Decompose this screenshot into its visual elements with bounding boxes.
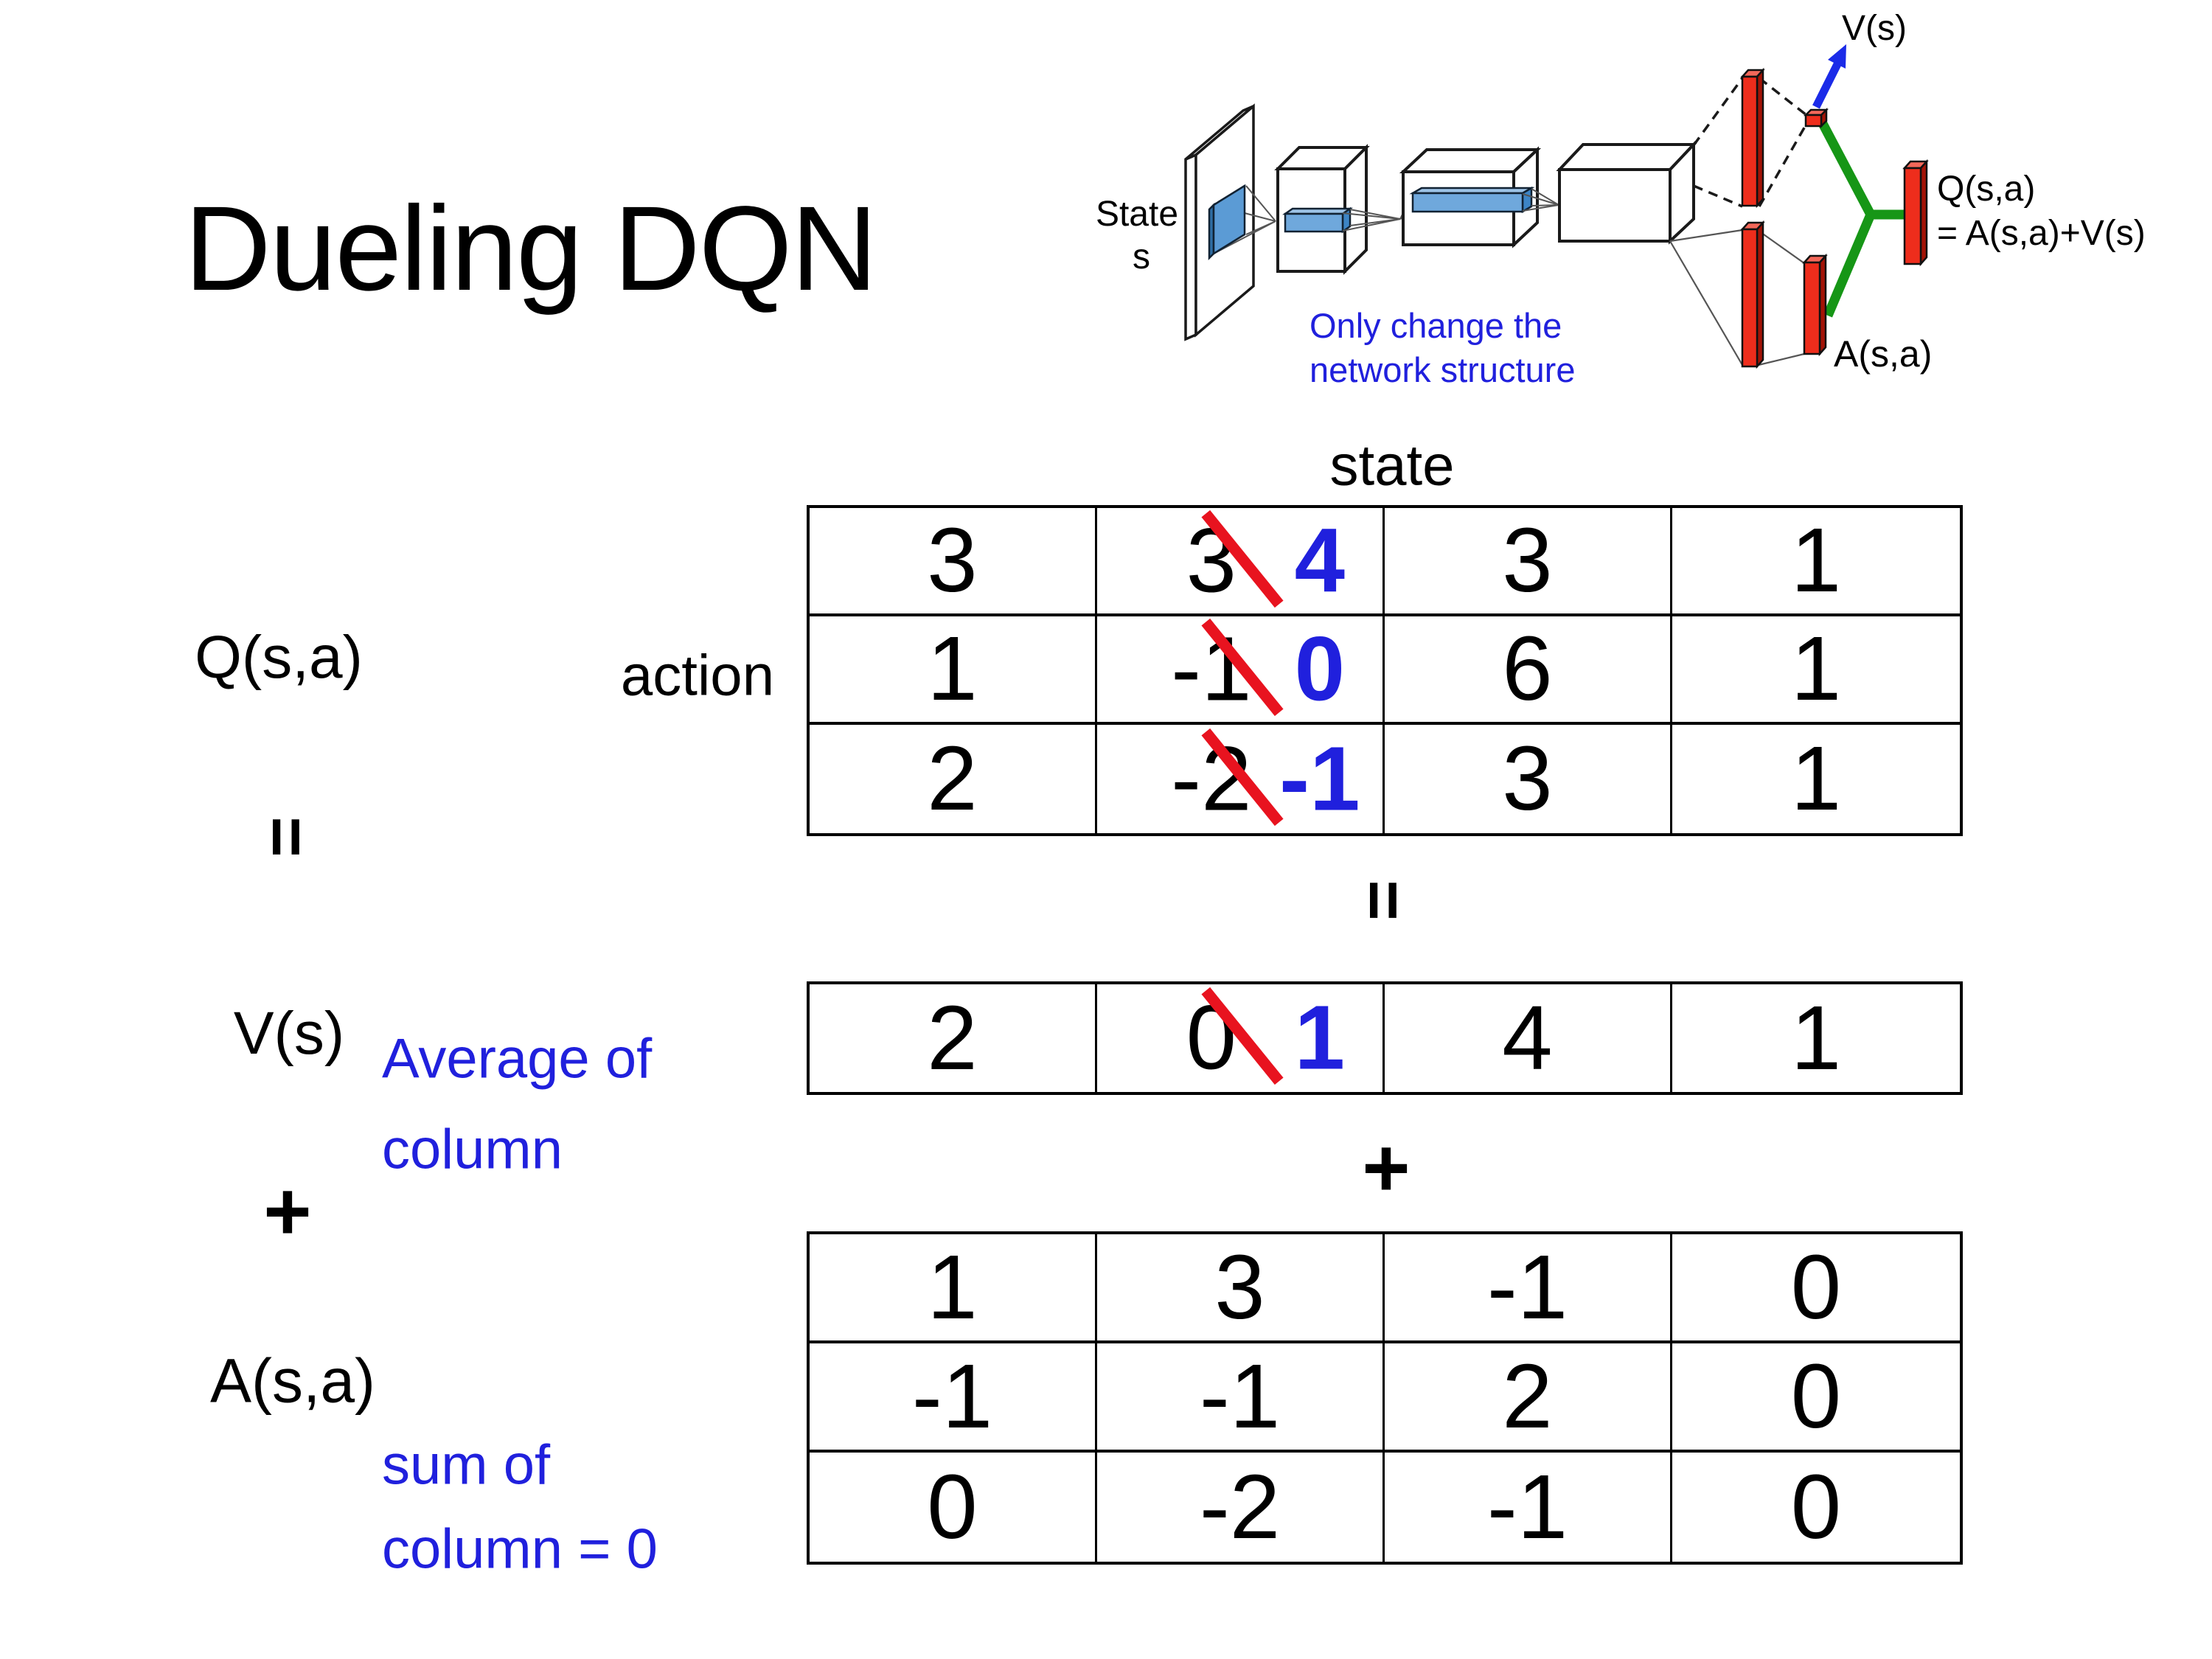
table-cell: -1 xyxy=(1385,1453,1672,1562)
fc-box xyxy=(1556,140,1697,245)
cell-value: 0 xyxy=(1790,1346,1842,1447)
table-cell: 2 xyxy=(1385,1343,1672,1453)
table-cell: 2 xyxy=(810,984,1097,1092)
cell-value: 1 xyxy=(1790,619,1842,720)
cell-value: 2 xyxy=(927,987,978,1089)
conv-fan-lines-3 xyxy=(1522,188,1559,212)
cell-value: 0 xyxy=(1790,1237,1842,1338)
cell-value: 1 xyxy=(927,619,978,720)
cell-value: -1 xyxy=(1199,1346,1281,1447)
cell-value: 3 xyxy=(1502,728,1553,830)
fc-red-bars xyxy=(1740,67,1929,369)
table-cell: 0 xyxy=(1672,1453,1960,1562)
diagram-note-line2: network structure xyxy=(1310,350,1575,389)
value-stream-dashed-lines xyxy=(1692,77,1808,208)
conv-feature-bar-2 xyxy=(1409,186,1535,214)
table-cell: 3 xyxy=(1385,508,1672,616)
cell-value: 3 xyxy=(1214,1237,1265,1338)
cell-value: 0 xyxy=(927,1456,978,1558)
diagram-v-label: V(s) xyxy=(1842,9,1907,48)
table-cell: 1 xyxy=(1672,616,1960,725)
table-cell: 0 xyxy=(810,1453,1097,1562)
corrected-value: 4 xyxy=(1294,510,1346,611)
table-cell: 6 xyxy=(1385,616,1672,725)
cell-value: -1 xyxy=(911,1346,993,1447)
table-cell: 3 xyxy=(1385,725,1672,833)
diagram-note-line1: Only change the xyxy=(1310,306,1562,345)
table-cell: 4 xyxy=(1385,984,1672,1092)
v-output-arrow xyxy=(1812,44,1846,109)
table-cell: 0 xyxy=(1672,1343,1960,1453)
cell-value: 1 xyxy=(1790,987,1842,1089)
diagram-state-label: State xyxy=(1096,195,1178,234)
table-cell: -1 xyxy=(810,1343,1097,1453)
conv-feature-bar-1 xyxy=(1282,206,1353,234)
cell-value: 6 xyxy=(1502,619,1553,720)
table-cell: 1 xyxy=(810,616,1097,725)
cell-value: 1 xyxy=(1790,728,1842,830)
dueling-network-diagram: State s V(s) Q(s,a) = A(s,a)+V(s) A(s,a)… xyxy=(1096,9,2146,389)
cell-value: 2 xyxy=(1502,1346,1553,1447)
diagram-q-label: Q(s,a) xyxy=(1937,170,2035,209)
table-cell: 1 xyxy=(810,1234,1097,1343)
table-cell: 1 xyxy=(1672,984,1960,1092)
cell-value: 3 xyxy=(927,510,978,611)
table-cell: 1 xyxy=(1672,725,1960,833)
table-cell: -2-1 xyxy=(1097,725,1385,833)
input-patch-shape xyxy=(1208,184,1246,261)
corrected-value: -1 xyxy=(1279,728,1360,830)
advantage-stream-lines xyxy=(1669,229,1805,366)
table-cell: 3 xyxy=(810,508,1097,616)
table-cell: -1 xyxy=(1385,1234,1672,1343)
cell-value: 1 xyxy=(1790,510,1842,611)
slide-title: Dueling DQN xyxy=(184,181,877,316)
corrected-value: 0 xyxy=(1294,619,1346,720)
cell-value: 2 xyxy=(927,728,978,830)
cell-value: 0 xyxy=(1790,1456,1842,1558)
cell-value: -2 xyxy=(1199,1456,1281,1558)
table-cell: 3 xyxy=(1097,1234,1385,1343)
table-cell: 1 xyxy=(1672,508,1960,616)
cell-value: -1 xyxy=(1486,1237,1568,1338)
diagram-state-s-label: s xyxy=(1133,237,1150,276)
diagram-a-label: A(s,a) xyxy=(1834,333,1932,375)
cell-value: 4 xyxy=(1502,987,1553,1089)
table-cell: 2 xyxy=(810,725,1097,833)
table-cell: -2 xyxy=(1097,1453,1385,1562)
aggregator-lines xyxy=(1815,115,1907,318)
table-cell: -1 xyxy=(1097,1343,1385,1453)
corrected-value: 1 xyxy=(1294,987,1346,1089)
cell-value: -1 xyxy=(1486,1456,1568,1558)
diagram-q-formula: = A(s,a)+V(s) xyxy=(1937,214,2146,253)
cell-value: 3 xyxy=(1502,510,1553,611)
table-cell: 0 xyxy=(1672,1234,1960,1343)
cell-value: 1 xyxy=(927,1237,978,1338)
